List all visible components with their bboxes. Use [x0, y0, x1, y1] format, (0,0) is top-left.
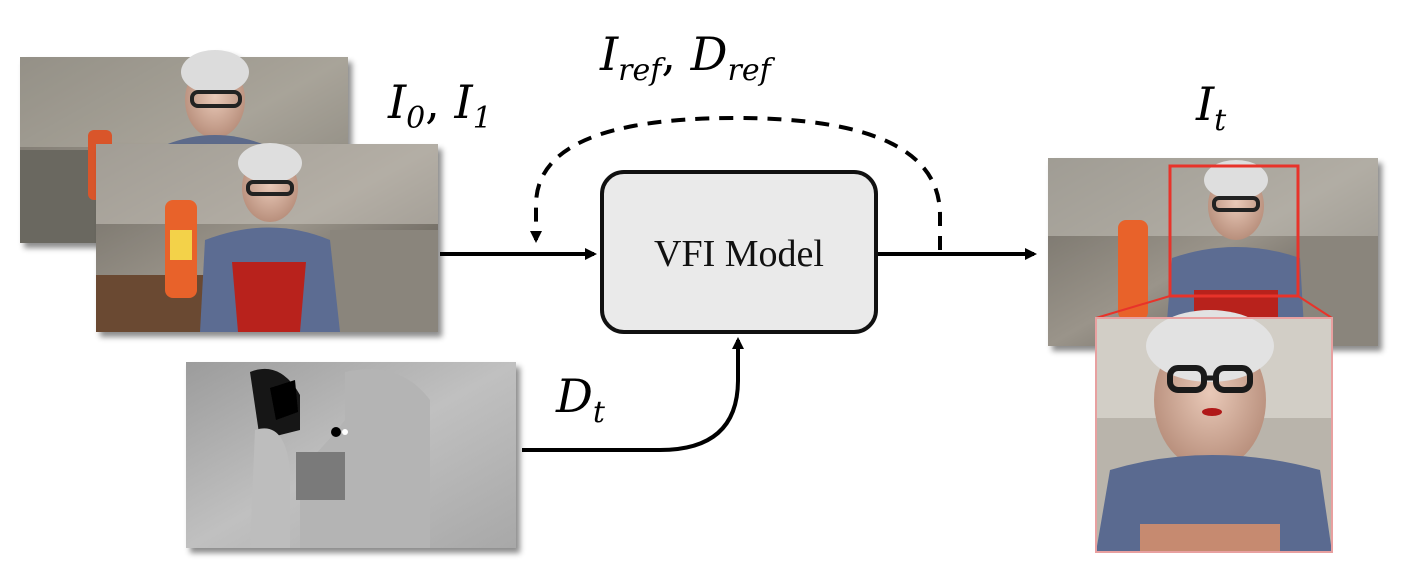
- feedback-dashed-arrow: [530, 115, 942, 250]
- zoom-connector-right: [1297, 295, 1333, 319]
- depth-map: [186, 362, 516, 548]
- input-frames-label: I0, I1: [387, 75, 492, 136]
- vfi-model-box: VFI Model: [600, 170, 878, 334]
- output-label: It: [1195, 77, 1227, 138]
- zoom-region-box: [1168, 164, 1300, 298]
- depth-arrow: [522, 337, 744, 452]
- reference-label: Iref, Dref: [599, 27, 776, 88]
- depth-label: Dt: [555, 369, 606, 430]
- zoom-crop: [1095, 310, 1333, 553]
- vfi-model-label: VFI Model: [654, 233, 824, 275]
- input-frame-1: [96, 143, 438, 332]
- zoom-connector-left: [1095, 295, 1171, 319]
